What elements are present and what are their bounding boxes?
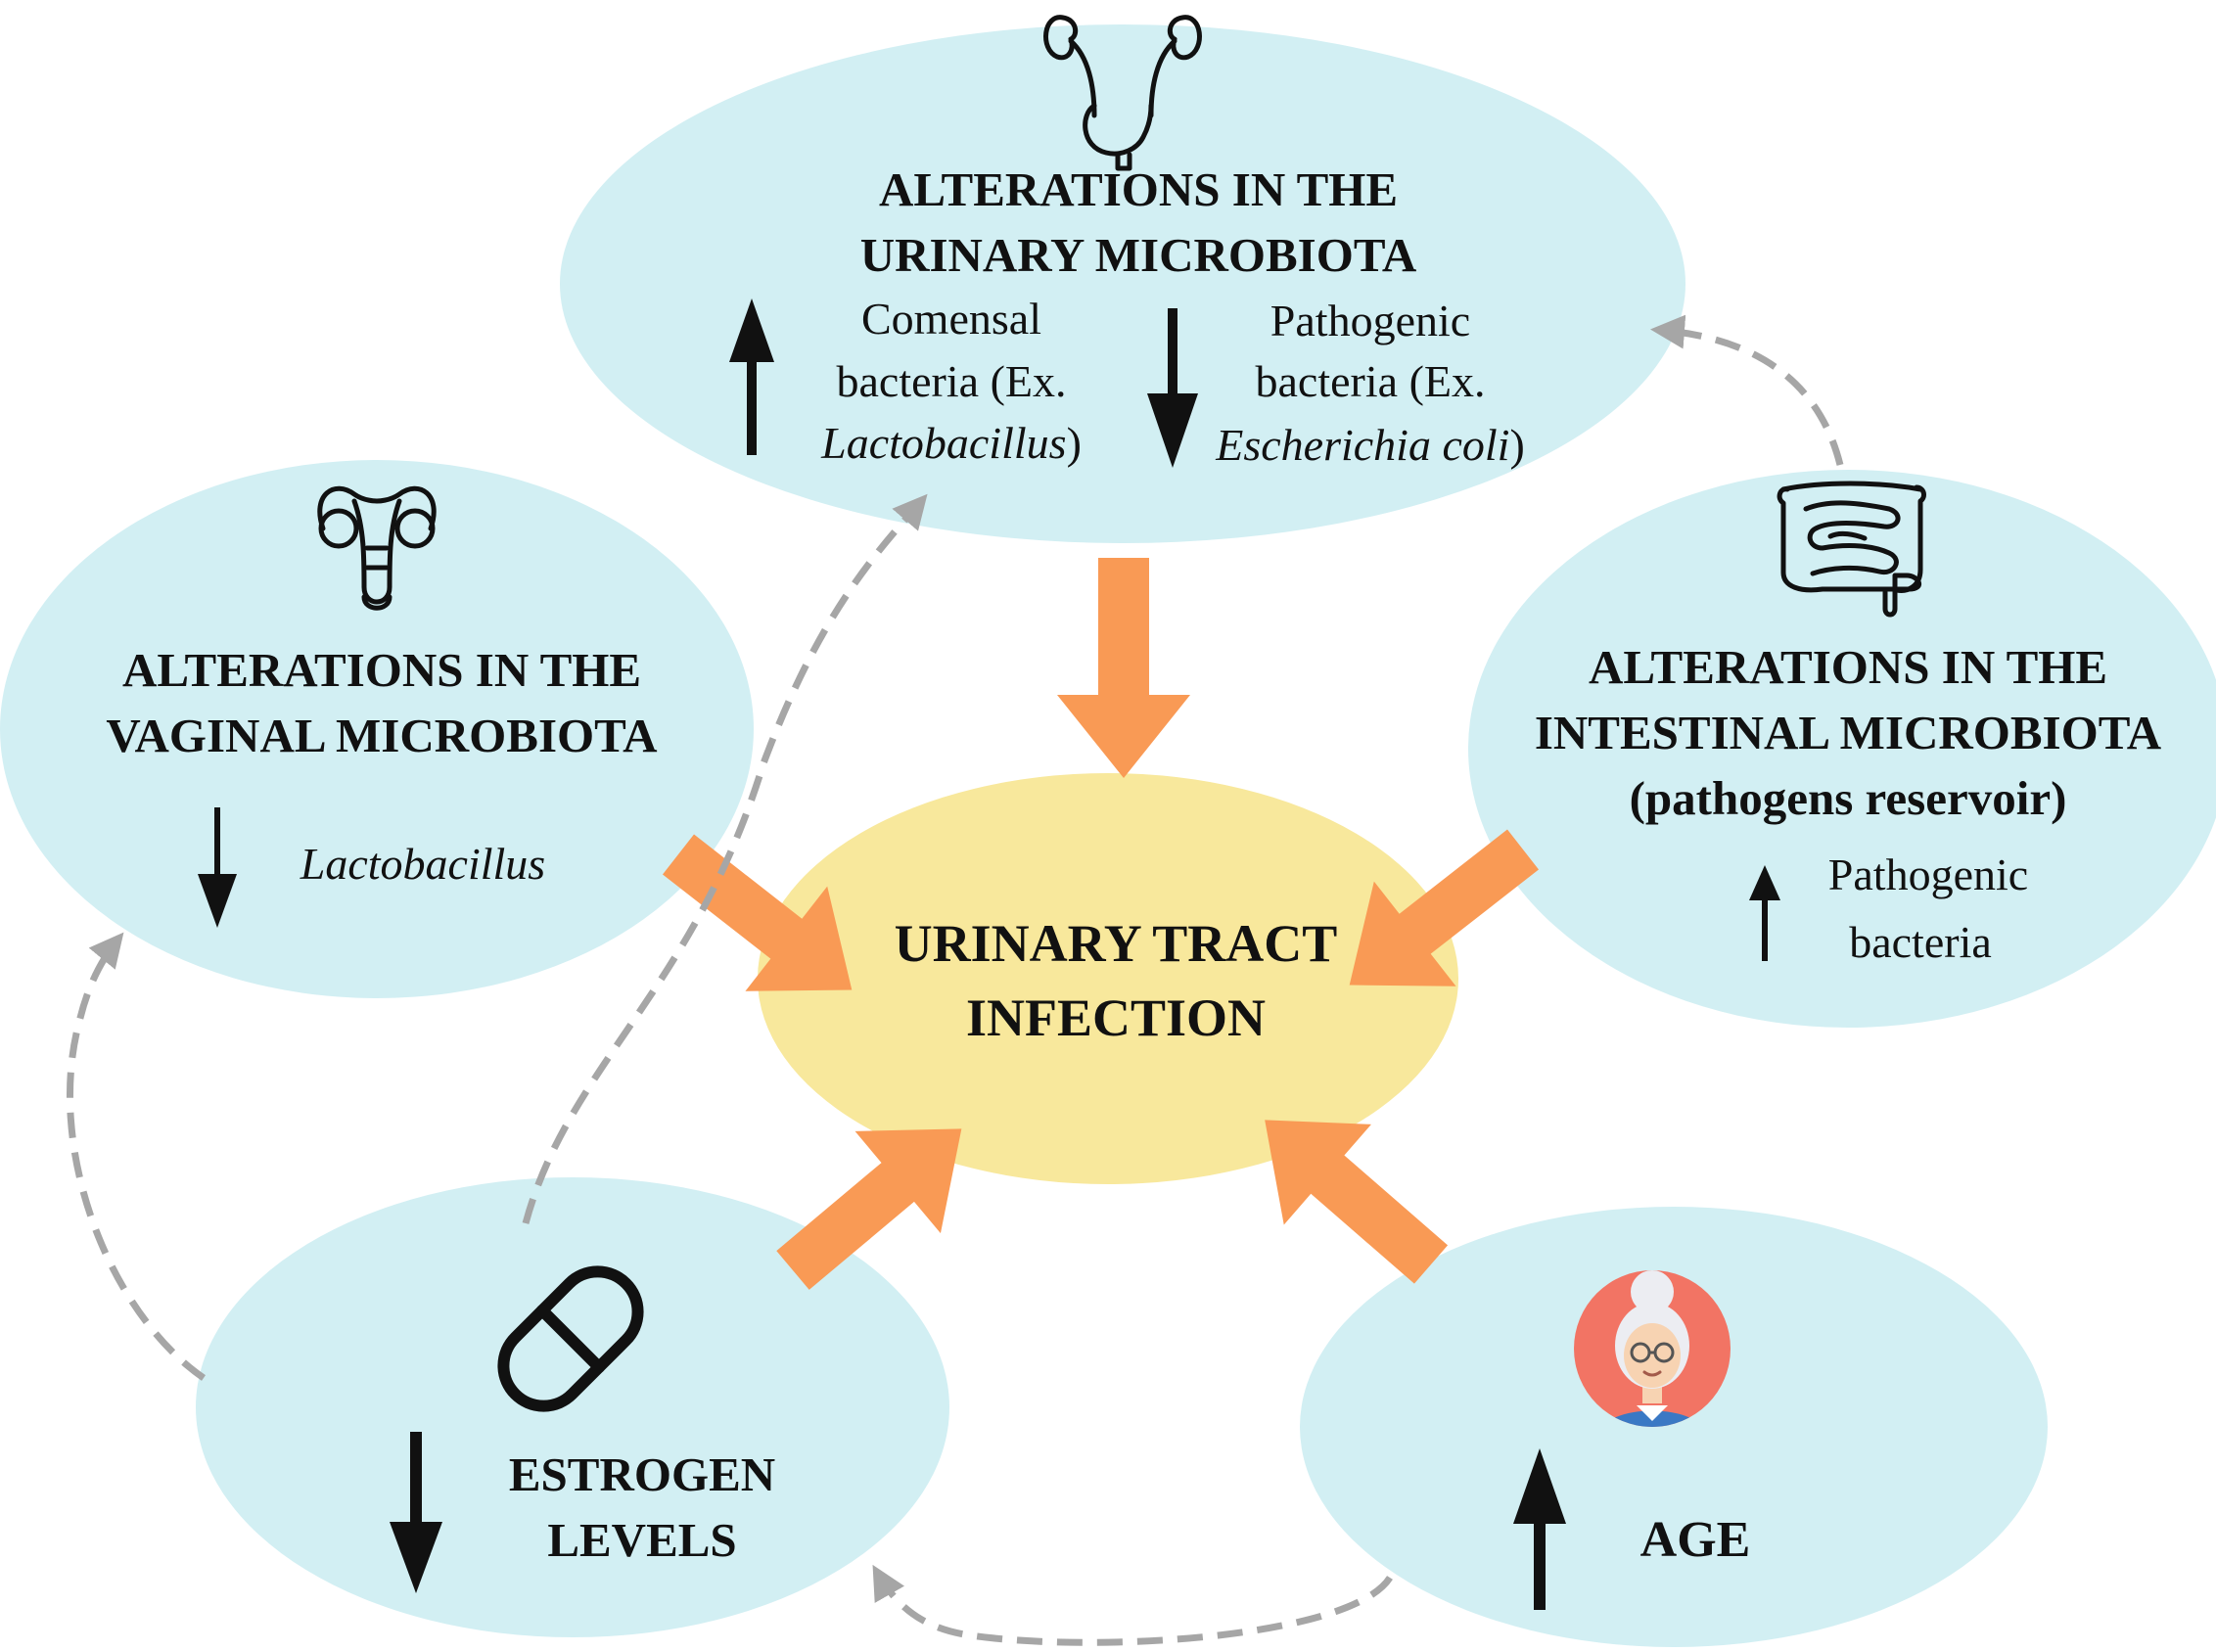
vaginal-title-line-1: ALTERATIONS IN THE	[122, 643, 641, 697]
elderly-woman-icon	[1574, 1270, 1731, 1427]
pill-icon	[497, 1265, 644, 1412]
dashed-arrow-estrogen-to-vaginal	[66, 932, 206, 1381]
estrogen-title-line-2: LEVELS	[547, 1513, 736, 1567]
intestine-icon	[1777, 481, 1926, 618]
comensal-line-3: Lactobacillus)	[820, 418, 1082, 468]
arrow-up-comensal	[729, 298, 774, 455]
center-title-line-2: INFECTION	[966, 988, 1266, 1047]
pathogenic-line-2: bacteria (Ex.	[1256, 356, 1486, 406]
pathogenic-example: Escherichia coli	[1215, 420, 1509, 470]
dashed-arrow-estrogen-to-urinary	[522, 493, 928, 1224]
comensal-line-1: Comensal	[861, 294, 1041, 344]
intestinal-item-line-1: Pathogenic	[1828, 849, 2028, 899]
intestinal-microbiota-node	[1468, 470, 2216, 1028]
thick-arrow-intestinal-to-infection	[1349, 829, 1540, 987]
urinary-tract-infection-node	[758, 773, 1458, 1184]
comensal-example: Lactobacillus	[820, 418, 1066, 468]
estrogen-levels-node	[196, 1177, 949, 1637]
pathogenic-close: )	[1509, 420, 1524, 470]
urinary-title-line-1: ALTERATIONS IN THE	[879, 162, 1398, 216]
uterus-icon	[317, 485, 437, 611]
vaginal-microbiota-node	[0, 460, 754, 998]
comensal-line-2: bacteria (Ex.	[837, 356, 1067, 406]
arrow-up-pathogenic	[1749, 865, 1780, 961]
arrow-up-age	[1513, 1448, 1566, 1610]
center-title-line-1: URINARY TRACT	[895, 914, 1338, 973]
thick-arrow-age-to-infection	[1265, 1120, 1449, 1284]
vaginal-title-line-2: VAGINAL MICROBIOTA	[106, 709, 658, 762]
arrow-down-lactobacillus	[198, 807, 237, 928]
intestinal-title-line-1: ALTERATIONS IN THE	[1589, 640, 2107, 694]
thick-arrow-urinary-to-infection	[1057, 558, 1190, 778]
arrow-down-estrogen	[390, 1432, 442, 1593]
urinary-microbiota-node	[560, 24, 1685, 543]
intestinal-title-line-3: (pathogens reservoir)	[1630, 771, 2067, 825]
age-node	[1300, 1207, 2048, 1647]
pathogenic-line-1: Pathogenic	[1270, 296, 1470, 345]
intestinal-item-line-2: bacteria	[1849, 917, 1992, 967]
pathogenic-line-3: Escherichia coli)	[1215, 420, 1525, 470]
thick-arrow-estrogen-to-infection	[776, 1128, 962, 1290]
urinary-system-icon	[1043, 15, 1202, 171]
vaginal-lactobacillus: Lactobacillus	[300, 839, 545, 889]
dashed-arrow-age-to-estrogen	[872, 1564, 1393, 1646]
urinary-title-line-2: URINARY MICROBIOTA	[860, 228, 1417, 282]
estrogen-title-line-1: ESTROGEN	[509, 1447, 775, 1501]
age-title: AGE	[1640, 1512, 1751, 1568]
comensal-close: )	[1067, 418, 1082, 468]
intestinal-title-line-2: INTESTINAL MICROBIOTA	[1535, 706, 2162, 759]
dashed-arrow-intestinal-to-urinary	[1650, 314, 1844, 466]
arrow-down-pathogenic	[1147, 308, 1198, 468]
thick-arrow-vaginal-to-infection	[662, 834, 853, 991]
